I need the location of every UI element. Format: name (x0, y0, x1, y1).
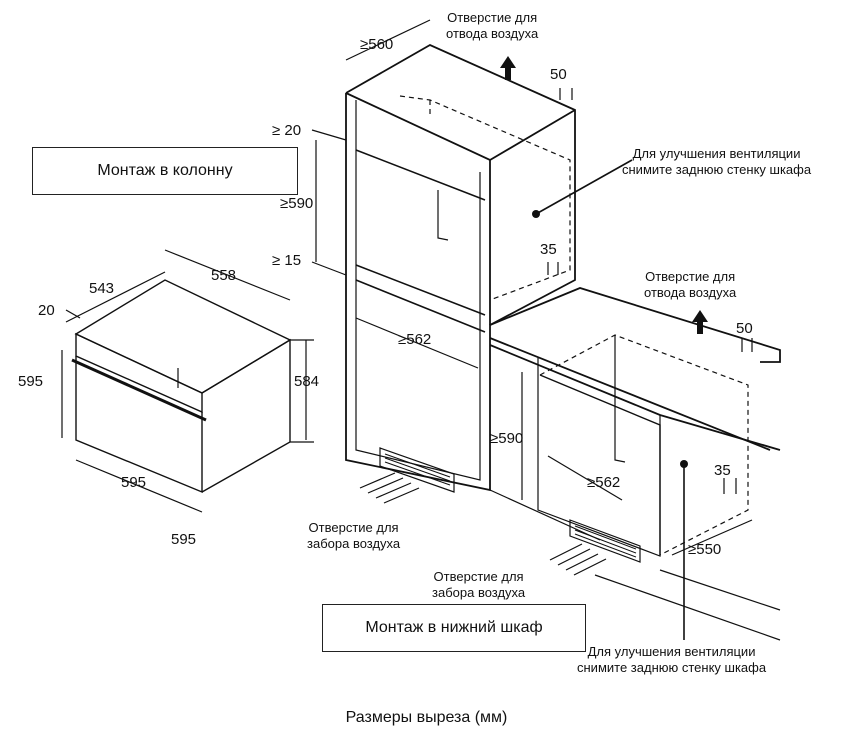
intake-note-left: Отверстие для забора воздуха (307, 520, 400, 552)
exhaust-arrow-top (500, 56, 516, 80)
column-cabinet (311, 19, 576, 504)
under-mount-text: Монтаж в нижний шкаф (365, 619, 543, 636)
ventilation-note-bottom: Для улучшения вентиляции снимите заднюю … (577, 644, 766, 676)
note-line: Для улучшения вентиляции (632, 146, 801, 161)
note-line: Для улучшения вентиляции (587, 644, 756, 659)
dim-oven-front: 20 (38, 302, 55, 319)
under-cabinet (489, 287, 781, 641)
note-line: снимите заднюю стенку шкафа (622, 162, 812, 177)
note-line: Отверстие для (645, 269, 736, 284)
column-mount-text: Монтаж в колонну (97, 162, 233, 179)
intake-note-mid: Отверстие для забора воздуха (432, 569, 525, 601)
dim-col-bottom-gap: ≥ 15 (272, 252, 302, 269)
under-mount-label: Монтаж в нижний шкаф (322, 604, 586, 652)
dim-under-width: ≥562 (587, 474, 621, 491)
dim-oven-depth: 543 (89, 280, 115, 297)
column-mount-label: Монтаж в колонну (32, 147, 298, 195)
dim-col-depth: ≥560 (360, 36, 394, 53)
dim-under-vent: 50 (736, 320, 753, 337)
ventilation-note-top: Для улучшения вентиляции снимите заднюю … (622, 146, 811, 178)
dim-col-height: ≥590 (280, 195, 314, 212)
note-line: Отверстие для (308, 520, 399, 535)
dim-under-height: ≥590 (490, 430, 524, 447)
note-line: снимите заднюю стенку шкафа (577, 660, 767, 675)
dim-oven-body-height: 584 (294, 373, 320, 390)
exhaust-note-top: Отверстие для отвода воздуха (446, 10, 538, 42)
exhaust-arrow-right (692, 310, 708, 334)
dim-oven-total-depth: 558 (211, 267, 237, 284)
dim-under-vent-gap: 35 (714, 462, 731, 479)
exhaust-note-right: Отверстие для отвода воздуха (644, 269, 736, 301)
dim-oven-total-width: 595 (171, 531, 197, 548)
dim-oven-width: 595 (121, 474, 147, 491)
note-line: отвода воздуха (644, 285, 737, 300)
note-line: забора воздуха (432, 585, 526, 600)
diagram-caption: Размеры выреза (мм) (345, 709, 508, 726)
dim-col-vent-gap: 35 (540, 241, 557, 258)
oven-drawing (61, 249, 314, 513)
dim-col-vent: 50 (550, 66, 567, 83)
note-line: Отверстие для (447, 10, 538, 25)
note-line: забора воздуха (307, 536, 401, 551)
dim-under-depth: ≥550 (688, 541, 722, 558)
dim-col-top-gap: ≥ 20 (272, 122, 302, 139)
note-line: Отверстие для (433, 569, 524, 584)
note-line: отвода воздуха (446, 26, 539, 41)
dim-oven-height: 595 (18, 373, 44, 390)
dim-col-width: ≥562 (398, 331, 432, 348)
